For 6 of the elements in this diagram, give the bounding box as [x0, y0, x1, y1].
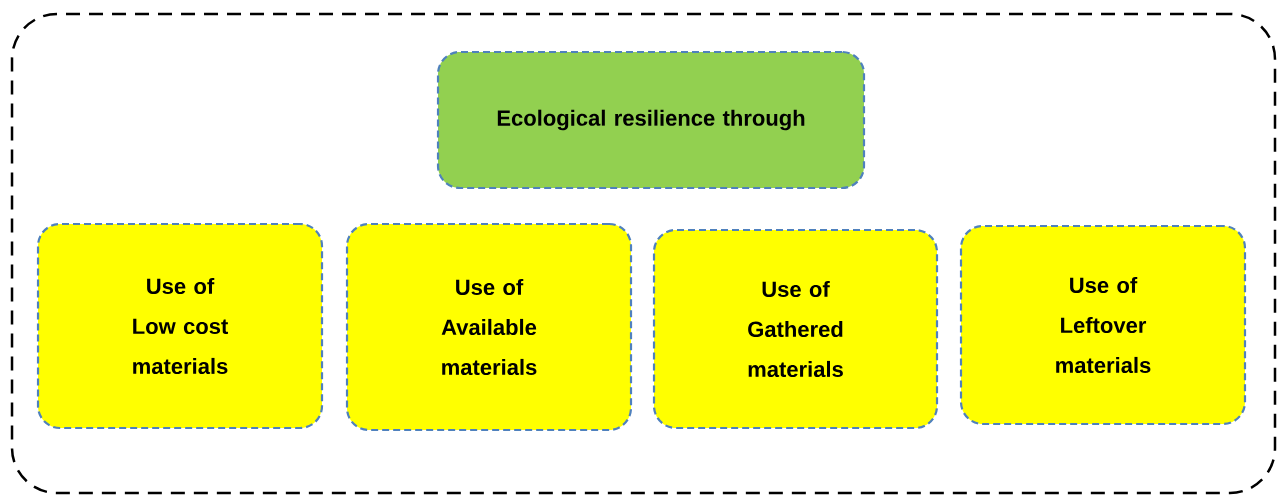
rounded-box: Use of Leftover materials — [959, 224, 1247, 426]
rounded-box: Use of Available materials — [345, 222, 633, 432]
rounded-box: Use of Gathered materials — [652, 228, 939, 430]
dashed-frame — [10, 12, 1277, 495]
heading-box: Ecological resilience through — [436, 50, 866, 190]
rounded-box: Use of Low cost materials — [36, 222, 324, 430]
